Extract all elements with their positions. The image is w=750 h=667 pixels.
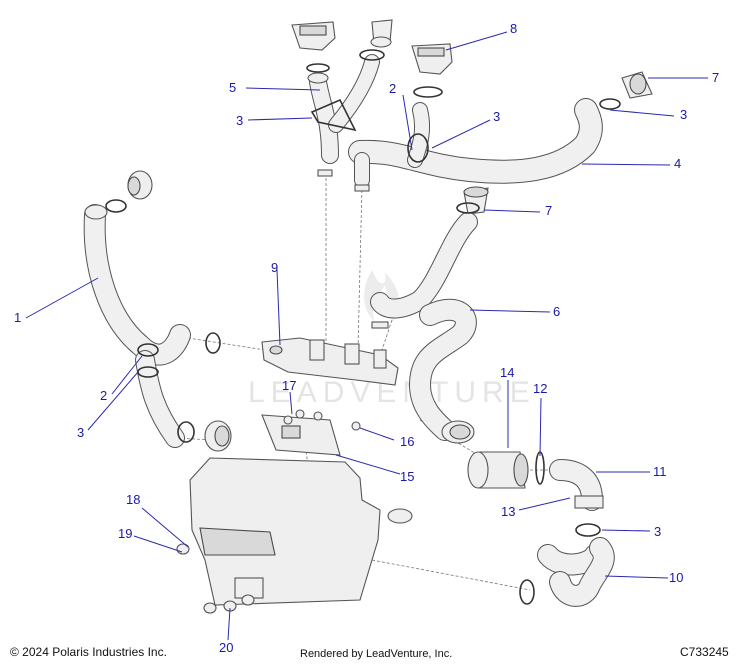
part-1-left-intake-tube <box>83 204 191 448</box>
callout-3: 3 <box>654 524 661 539</box>
callout-10: 10 <box>669 570 683 585</box>
part-14-filter-sleeve <box>441 420 529 489</box>
part-9-airbox-manifold <box>261 337 399 386</box>
callout-19: 19 <box>118 526 132 541</box>
leader-lines <box>25 31 708 641</box>
callout-4: 4 <box>674 156 681 171</box>
part-7-boots <box>370 19 653 215</box>
callout-12: 12 <box>533 381 547 396</box>
part-6-serpentine-tube <box>370 202 480 441</box>
callout-1: 1 <box>14 310 21 325</box>
callout-3: 3 <box>680 107 687 122</box>
callout-2: 2 <box>389 81 396 96</box>
callout-3: 3 <box>493 109 500 124</box>
callout-11: 11 <box>653 464 667 479</box>
part-15-bracket <box>261 409 361 456</box>
callout-3: 3 <box>236 113 243 128</box>
callout-15: 15 <box>400 469 414 484</box>
rendered-by-credit: Rendered by LeadVenture, Inc. <box>300 648 453 660</box>
callout-2: 2 <box>100 388 107 403</box>
callout-20: 20 <box>219 640 233 655</box>
callout-5: 5 <box>229 80 236 95</box>
part-5-y-duct <box>306 49 385 177</box>
callout-7: 7 <box>712 70 719 85</box>
callout-18: 18 <box>126 492 140 507</box>
part-10-lower-tube <box>519 537 615 607</box>
callout-9: 9 <box>271 260 278 275</box>
copyright-notice: © 2024 Polaris Industries Inc. <box>10 645 167 659</box>
callout-7: 7 <box>545 203 552 218</box>
callout-13: 13 <box>501 504 515 519</box>
part-11-elbow-assembly <box>535 451 604 537</box>
diagram-id: C733245 <box>680 645 729 659</box>
callout-3: 3 <box>77 425 84 440</box>
part-4-long-tube <box>348 86 621 192</box>
callout-16: 16 <box>400 434 414 449</box>
callout-6: 6 <box>553 304 560 319</box>
callout-17: 17 <box>282 378 296 393</box>
callout-14: 14 <box>500 365 514 380</box>
callout-8: 8 <box>510 21 517 36</box>
part-8-duct-inlets <box>291 21 453 75</box>
engine-assembly <box>176 457 413 614</box>
left-boots-and-clamps <box>105 170 232 452</box>
callout-labels: 1 2 3 2 3 3 3 3 4 5 6 7 7 8 9 10 11 12 1… <box>14 21 719 655</box>
